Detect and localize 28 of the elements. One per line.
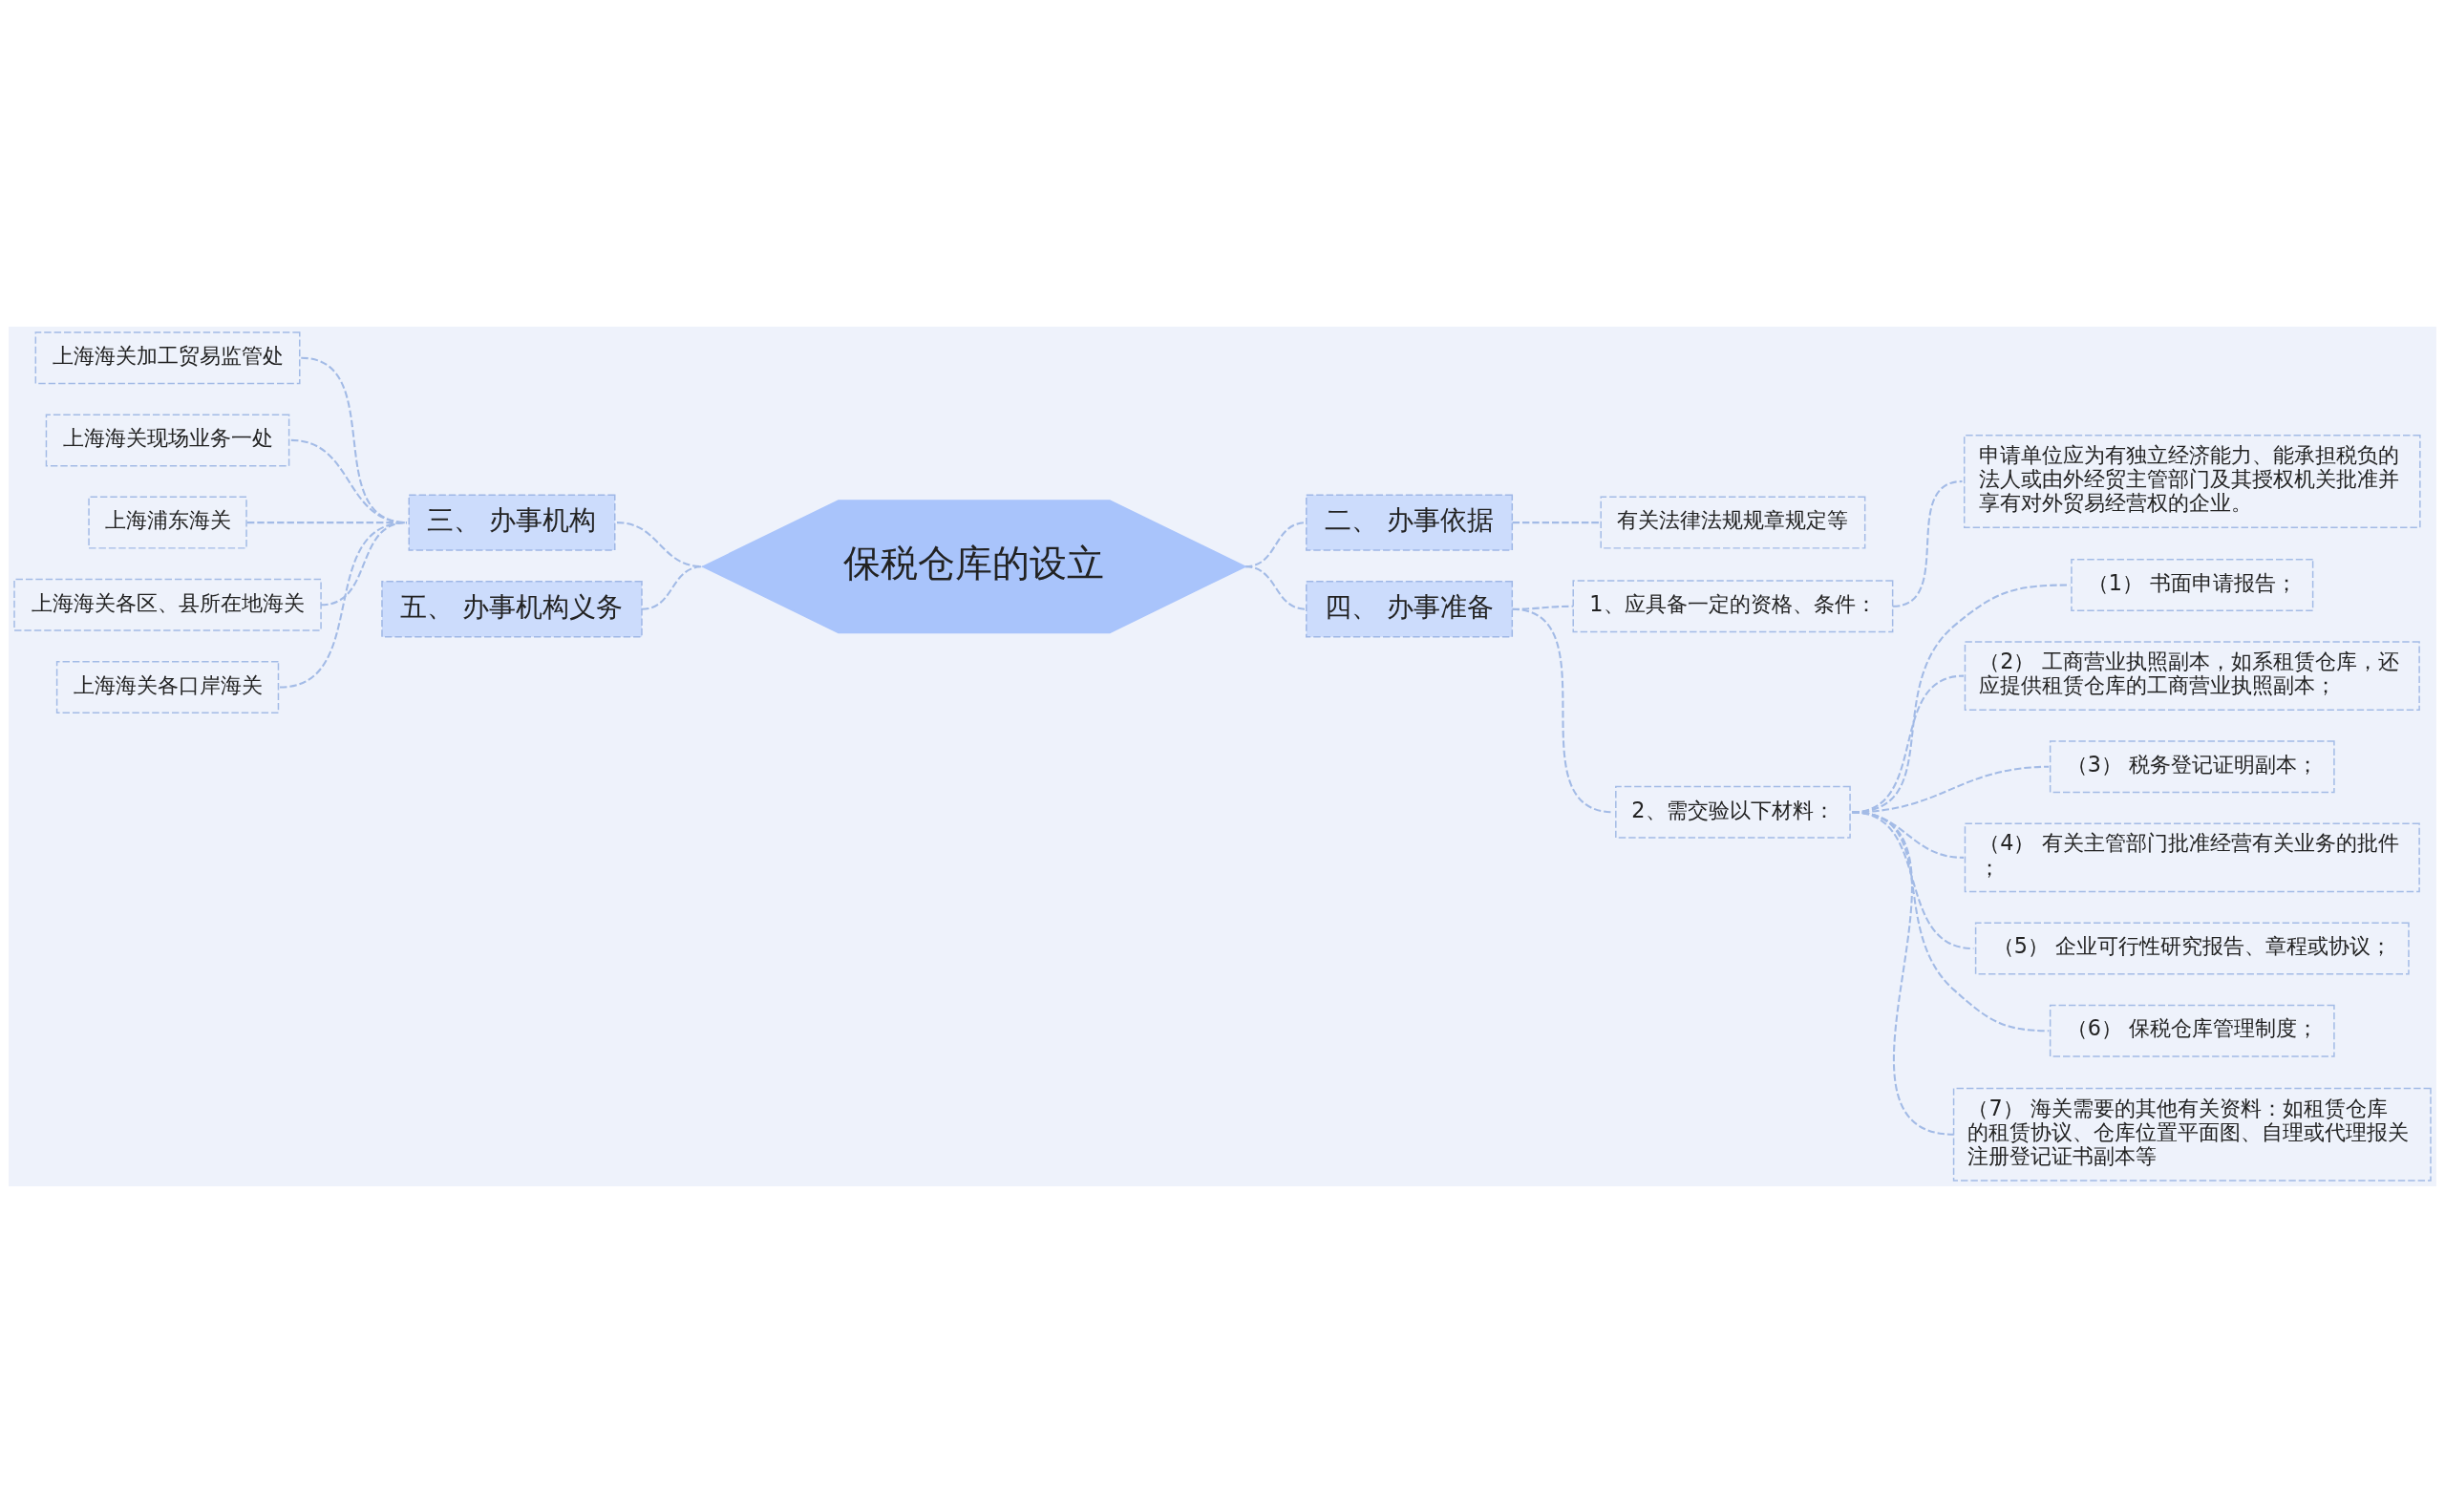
connector [1892,479,1963,607]
node-box: 1、应具备一定的资格、条件： [1572,579,1894,632]
node-box: （3） 税务登记证明副本； [2049,739,2335,793]
node-box: 有关法律法规规章规定等 [1600,496,1866,549]
connector [1244,564,1307,610]
connector [1852,810,1954,1136]
node-box: 上海海关加工贸易监管处 [34,330,301,384]
connector [641,564,703,610]
node-box: 四、 办事准备 [1306,580,1514,637]
node-box: （1） 书面申请报告； [2071,558,2314,611]
node-box: 上海海关现场业务一处 [45,413,290,466]
connector [1512,521,1600,523]
node-box: 三、 办事机构 [408,493,616,551]
node-box: （6） 保税仓库管理制度； [2049,1004,2335,1057]
connector [279,521,408,689]
node-box: （7） 海关需要的其他有关资料：如租赁仓库的租赁协议、仓库位置平面图、自理或代理报关注册登记证书副本等 [1952,1087,2432,1182]
node-box: 上海浦东海关 [88,496,247,549]
node-box: 2、需交验以下材料： [1615,785,1851,839]
node-box: 上海海关各口岸海关 [55,660,280,713]
node-box: 五、 办事机构义务 [381,580,643,637]
node-box: 上海海关各区、县所在地海关 [13,578,322,631]
node-box: （5） 企业可行性研究报告、章程或协议； [1974,922,2410,975]
connector [320,521,408,606]
node-box: （4） 有关主管部门批准经营有关业务的批件； [1964,822,2420,892]
node-box: 申请单位应为有独立经济能力、能承担税负的法人或由外经贸主管部门及其授权机关批准并享有对外贸易经营权的企业。 [1963,434,2421,528]
connector [1512,607,1614,813]
node-box: 二、 办事依据 [1306,493,1514,551]
node-box: （2） 工商营业执照副本，如系租赁仓库，还应提供租赁仓库的工商营业执照副本； [1964,640,2420,711]
